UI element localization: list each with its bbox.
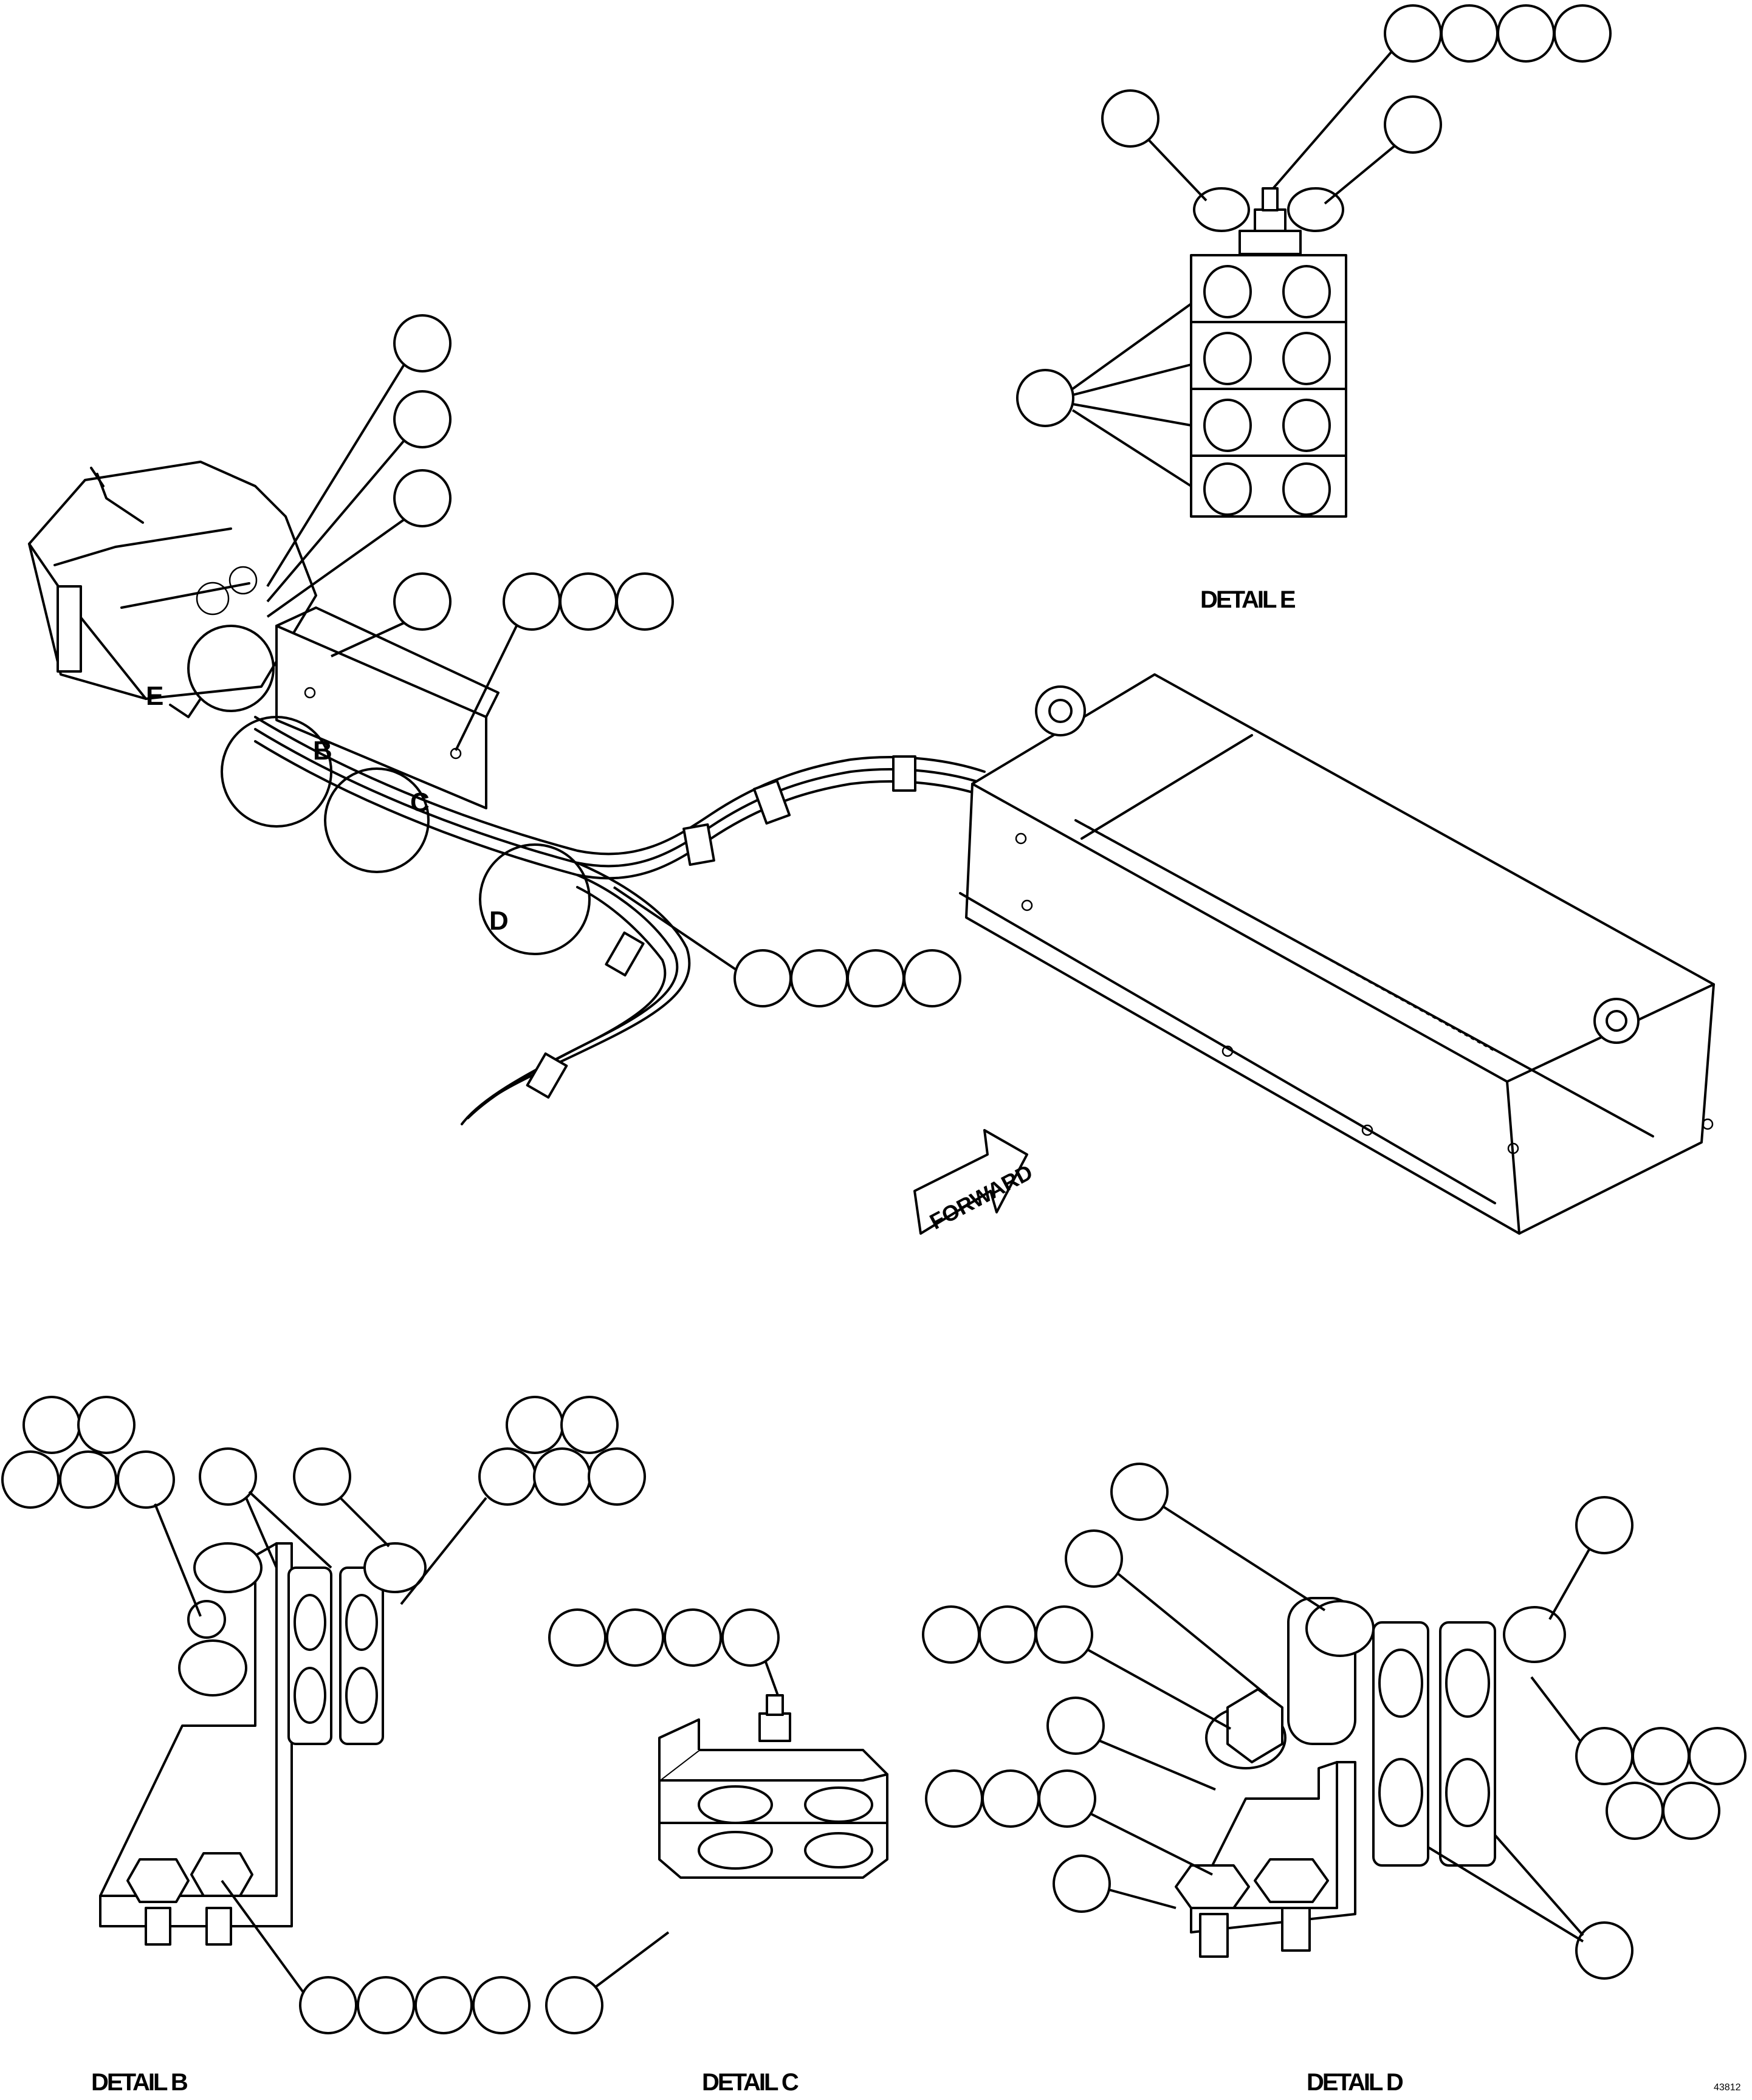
detail-d-bracket [1175, 1597, 1566, 1958]
detail-c-caption: DETAIL C [702, 2069, 799, 2096]
left-enclosure-box [28, 461, 317, 700]
item-bubbles-detail-e [1016, 4, 1612, 487]
detail-b-caption: DETAIL B [91, 2069, 188, 2096]
item-bubbles-detail-c [545, 1608, 780, 2034]
callout-letter-b: B [313, 736, 332, 766]
forward-arrow: FORWARD [913, 1129, 1037, 1235]
main-chassis-box [959, 673, 1715, 1235]
detail-b-bracket [99, 1542, 427, 1946]
item-bubbles-detail-d [922, 1463, 1747, 1980]
cable-harness [254, 716, 986, 1125]
figure-id: 43812 [1714, 2082, 1741, 2093]
callout-circle-e: E [146, 625, 275, 718]
callout-letter-e: E [146, 681, 163, 711]
callout-circle-b: B [221, 716, 332, 828]
detail-e-caption: DETAIL E [1200, 586, 1296, 613]
item-bubbles-main [266, 314, 961, 1007]
detail-c-clamp [658, 1694, 888, 1879]
callout-letter-c: C [410, 787, 430, 817]
item-bubbles-detail-b [1, 1396, 646, 2034]
detail-e-clamp-stack [1190, 187, 1347, 518]
callout-letter-d: D [489, 906, 509, 936]
detail-d-caption: DETAIL D [1307, 2069, 1403, 2096]
mounting-bracket [275, 606, 500, 809]
callout-circle-d: D [479, 843, 591, 955]
callout-circle-c: C [324, 767, 430, 873]
